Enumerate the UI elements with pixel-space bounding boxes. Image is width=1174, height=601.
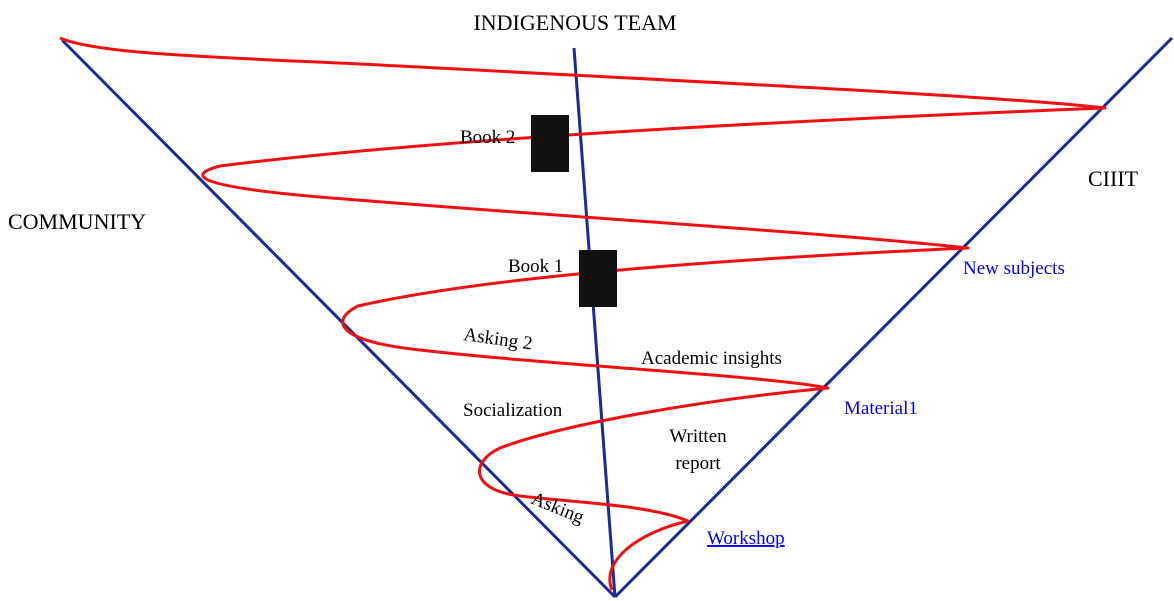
- new-subjects-label: New subjects: [963, 258, 1065, 279]
- book-2-label: Book 2: [460, 127, 515, 148]
- indigenous-team-title: INDIGENOUS TEAM: [473, 10, 676, 35]
- material1-label: Material1: [844, 398, 918, 419]
- book-2-block: [531, 115, 569, 172]
- community-label: COMMUNITY: [8, 209, 146, 234]
- community-axis: [60, 38, 617, 599]
- book-1-label: Book 1: [508, 256, 563, 277]
- ciiit-label: CIIIT: [1088, 166, 1139, 191]
- asking-2-label: Asking 2: [462, 324, 533, 354]
- spiral-curve: [59, 36, 1107, 591]
- academic-insights-label: Academic insights: [641, 348, 782, 369]
- book-1-block: [579, 250, 617, 307]
- written-label: Written: [669, 426, 727, 447]
- asking-label: Asking: [528, 488, 587, 528]
- ciiit-axis: [613, 36, 1174, 599]
- socialization-label: Socialization: [463, 400, 563, 421]
- workshop-link[interactable]: Workshop: [707, 528, 785, 549]
- report-label: report: [675, 453, 721, 474]
